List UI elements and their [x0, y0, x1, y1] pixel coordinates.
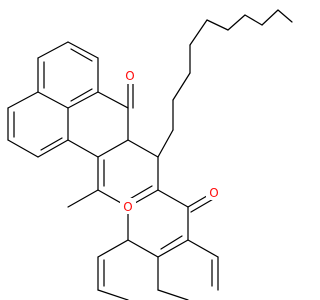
bond	[70, 88, 93, 102]
bond	[37, 139, 69, 158]
label-background	[122, 68, 138, 84]
structure-canvas: O O O	[7, 9, 293, 300]
bond	[70, 48, 93, 62]
bond	[67, 41, 99, 59]
bond	[187, 239, 219, 258]
atom-labels: O O O	[120, 68, 222, 214]
bond	[227, 14, 246, 31]
label-background	[120, 198, 136, 214]
bond	[37, 91, 69, 109]
bond	[97, 91, 129, 109]
bond	[97, 139, 129, 158]
bond	[7, 91, 39, 109]
ring-oxygen: O	[123, 200, 132, 214]
naphthalene-unit-bottom	[97, 189, 219, 300]
bond	[189, 19, 208, 46]
bond	[7, 139, 39, 158]
naphthalene-unit-top	[7, 41, 129, 208]
carbonyl-oxygen-bottom: O	[209, 186, 218, 200]
bond	[157, 189, 189, 208]
bond	[97, 239, 129, 258]
bond	[67, 139, 99, 158]
bond	[190, 197, 216, 213]
bond	[37, 41, 69, 59]
central-ring	[97, 79, 159, 208]
bond	[40, 137, 63, 151]
bond	[97, 289, 129, 300]
bond	[261, 9, 279, 26]
bond	[172, 72, 191, 101]
bond	[277, 9, 293, 23]
label-background	[206, 184, 222, 200]
bond	[206, 19, 229, 31]
carbonyl-oxygen-top: O	[125, 69, 134, 83]
molecule-drawing: O O O	[7, 9, 293, 300]
bond	[67, 189, 99, 208]
bond	[127, 139, 159, 158]
bond	[127, 239, 159, 258]
bond	[160, 235, 183, 250]
alkyl-chain	[157, 9, 293, 158]
bond	[127, 185, 153, 201]
bond	[157, 129, 174, 158]
bond	[67, 91, 99, 109]
bond	[157, 239, 189, 258]
bond	[157, 289, 189, 300]
bond	[244, 14, 263, 26]
